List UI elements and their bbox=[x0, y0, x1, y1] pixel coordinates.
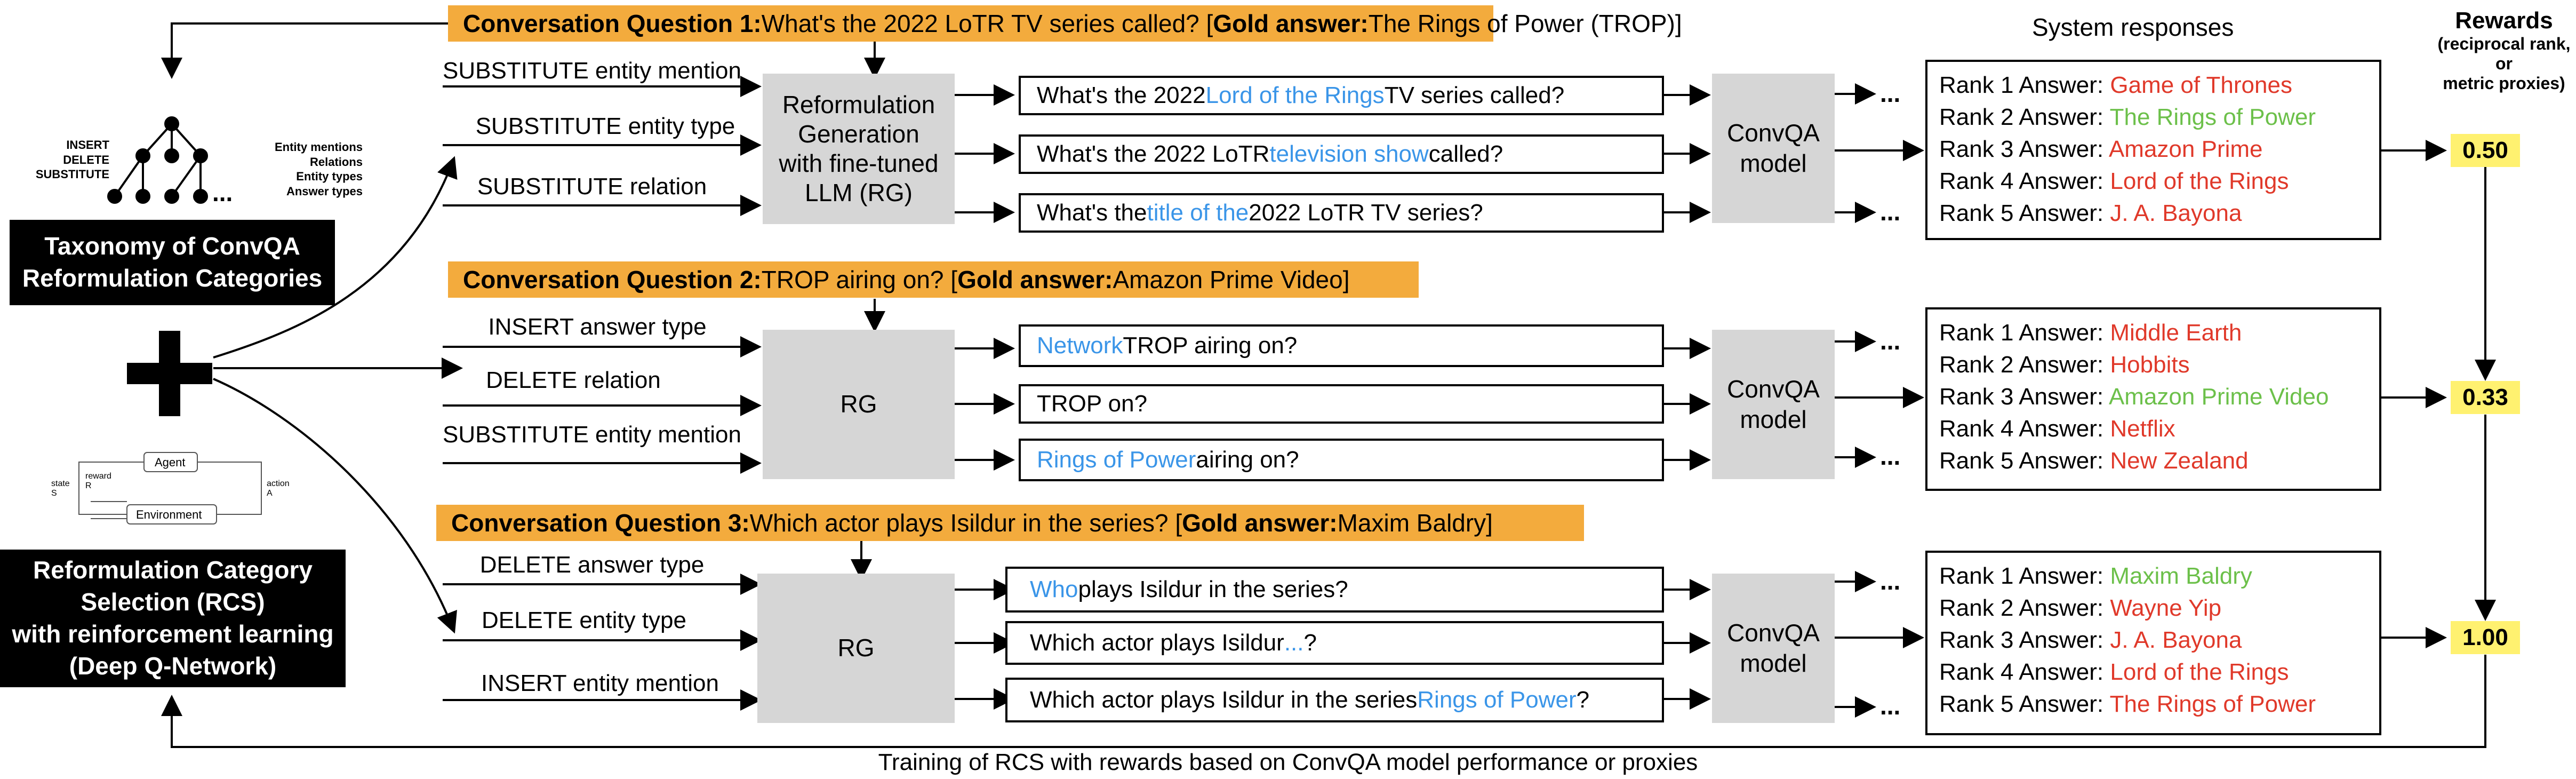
conv3-answer-row: Rank 3 Answer: J. A. Bayona bbox=[1939, 627, 2242, 653]
conv1-answer-row: Rank 3 Answer: Amazon Prime bbox=[1939, 136, 2263, 162]
rewards-header: Rewards (reciprocal rank, or metric prox… bbox=[2432, 7, 2576, 93]
taxonomy-box: Taxonomy of ConvQA Reformulation Categor… bbox=[10, 220, 335, 305]
conv2-dots-1: ... bbox=[1880, 327, 1901, 355]
conv2-dots-2: ... bbox=[1880, 442, 1901, 470]
conversation-2-banner: Conversation Question 2: TROP airing on?… bbox=[448, 261, 1419, 298]
conversation-3-banner: Conversation Question 3: Which actor pla… bbox=[436, 505, 1584, 541]
conv3-reformulation-3: Which actor plays Isildur in the series … bbox=[1005, 678, 1664, 722]
conv3-dots-1: ... bbox=[1880, 567, 1901, 595]
conv2-answers: Rank 1 Answer: Middle Earth Rank 2 Answe… bbox=[1925, 307, 2381, 491]
rl-agent-label: Agent bbox=[155, 456, 186, 469]
conv1-op-3: SUBSTITUTE relation bbox=[477, 173, 707, 200]
footer-caption: Training of RCS with rewards based on Co… bbox=[878, 749, 1698, 775]
conv1-dots-1: ... bbox=[1880, 80, 1901, 107]
rcs-box: Reformulation Category Selection (RCS) w… bbox=[0, 550, 346, 687]
conv2-op-1: INSERT answer type bbox=[488, 314, 707, 340]
taxonomy-dots: ... bbox=[212, 179, 233, 206]
conv2-op-2: DELETE relation bbox=[486, 367, 661, 393]
leaf-entity-types: Entity types bbox=[296, 170, 363, 183]
conv3-answer-row: Rank 5 Answer: The Rings of Power bbox=[1939, 691, 2316, 717]
conv3-op-1: DELETE answer type bbox=[479, 552, 705, 578]
conv1-rg-box: Reformulation Generation with fine-tuned… bbox=[763, 74, 955, 224]
conv1-answers: Rank 1 Answer: Game of Thrones Rank 2 An… bbox=[1925, 60, 2381, 240]
conv1-dots-2: ... bbox=[1880, 198, 1901, 226]
taxonomy-ops-label: INSERT DELETE SUBSTITUTE bbox=[21, 138, 109, 182]
conv2-op-3: SUBSTITUTE entity mention bbox=[443, 422, 741, 448]
conv3-op-3: INSERT entity mention bbox=[481, 670, 719, 696]
op-insert: INSERT bbox=[66, 138, 109, 152]
conv2-reward: 0.33 bbox=[2451, 381, 2520, 414]
system-responses-header: System responses bbox=[2032, 13, 2234, 41]
op-substitute: SUBSTITUTE bbox=[35, 168, 109, 181]
conv3-answers: Rank 1 Answer: Maxim Baldry Rank 2 Answe… bbox=[1925, 551, 2381, 735]
conv1-answer-row: Rank 1 Answer: Game of Thrones bbox=[1939, 72, 2292, 98]
conv2-answer-row: Rank 3 Answer: Amazon Prime Video bbox=[1939, 384, 2329, 410]
conv3-answer-row: Rank 2 Answer: Wayne Yip bbox=[1939, 595, 2222, 621]
conv2-reformulation-1: Network TROP airing on? bbox=[1019, 324, 1664, 367]
conv2-answer-row: Rank 1 Answer: Middle Earth bbox=[1939, 320, 2242, 346]
leaf-entity-mentions: Entity mentions bbox=[274, 140, 363, 154]
taxonomy-box-line1: Taxonomy of ConvQA bbox=[44, 232, 300, 260]
conv1-reformulation-2: What's the 2022 LoTR television show cal… bbox=[1019, 134, 1664, 174]
conv1-reformulation-1: What's the 2022 Lord of the Rings TV ser… bbox=[1019, 76, 1664, 115]
plus-icon bbox=[127, 331, 212, 416]
conv2-answer-row: Rank 2 Answer: Hobbits bbox=[1939, 352, 2190, 378]
conv2-answer-row: Rank 4 Answer: Netflix bbox=[1939, 416, 2175, 442]
op-delete: DELETE bbox=[63, 153, 109, 166]
conv3-answer-row: Rank 4 Answer: Lord of the Rings bbox=[1939, 659, 2289, 685]
rl-environment-label: Environment bbox=[136, 508, 202, 521]
conv1-op-2: SUBSTITUTE entity type bbox=[475, 113, 735, 139]
rewards-sub1: (reciprocal rank, or bbox=[2437, 34, 2571, 73]
rewards-title: Rewards bbox=[2455, 7, 2553, 34]
leaf-relations: Relations bbox=[309, 155, 363, 169]
taxonomy-box-line2: Reformulation Categories bbox=[22, 264, 323, 292]
conv1-answer-row: Rank 2 Answer: The Rings of Power bbox=[1939, 104, 2316, 130]
conv3-op-2: DELETE entity type bbox=[482, 607, 686, 633]
conv3-dots-2: ... bbox=[1880, 692, 1901, 720]
rcs-line3: with reinforcement learning bbox=[12, 620, 334, 648]
conv1-reward: 0.50 bbox=[2451, 134, 2520, 167]
conv3-reformulation-2: Which actor plays Isildur ...? bbox=[1005, 621, 1664, 665]
conv2-rg-box: RG bbox=[763, 330, 955, 479]
rewards-sub2: metric proxies) bbox=[2443, 74, 2565, 93]
conv3-rg-box: RG bbox=[757, 574, 955, 723]
conv1-answer-row: Rank 5 Answer: J. A. Bayona bbox=[1939, 200, 2242, 226]
rcs-line2: Selection (RCS) bbox=[81, 588, 265, 616]
conv2-answer-row: Rank 5 Answer: New Zealand bbox=[1939, 448, 2249, 474]
leaf-answer-types: Answer types bbox=[286, 184, 363, 198]
conv2-reformulation-2: TROP on? bbox=[1019, 384, 1664, 424]
rcs-line1: Reformulation Category bbox=[33, 556, 313, 584]
conversation-1-banner: Conversation Question 1: What's the 2022… bbox=[448, 5, 1682, 42]
conv1-op-1: SUBSTITUTE entity mention bbox=[443, 58, 741, 84]
rcs-line4: (Deep Q-Network) bbox=[69, 651, 277, 680]
taxonomy-leaf-types: Entity mentions Relations Entity types A… bbox=[224, 140, 363, 198]
conv3-reformulation-1: Who plays Isildur in the series? bbox=[1005, 567, 1664, 613]
conv1-answer-row: Rank 4 Answer: Lord of the Rings bbox=[1939, 168, 2289, 194]
conv2-reformulation-3: Rings of Power airing on? bbox=[1019, 439, 1664, 481]
conv1-reformulation-3: What's the title of the 2022 LoTR TV ser… bbox=[1019, 193, 1664, 233]
conv3-answer-row: Rank 1 Answer: Maxim Baldry bbox=[1939, 563, 2252, 589]
conv3-reward: 1.00 bbox=[2451, 621, 2520, 654]
